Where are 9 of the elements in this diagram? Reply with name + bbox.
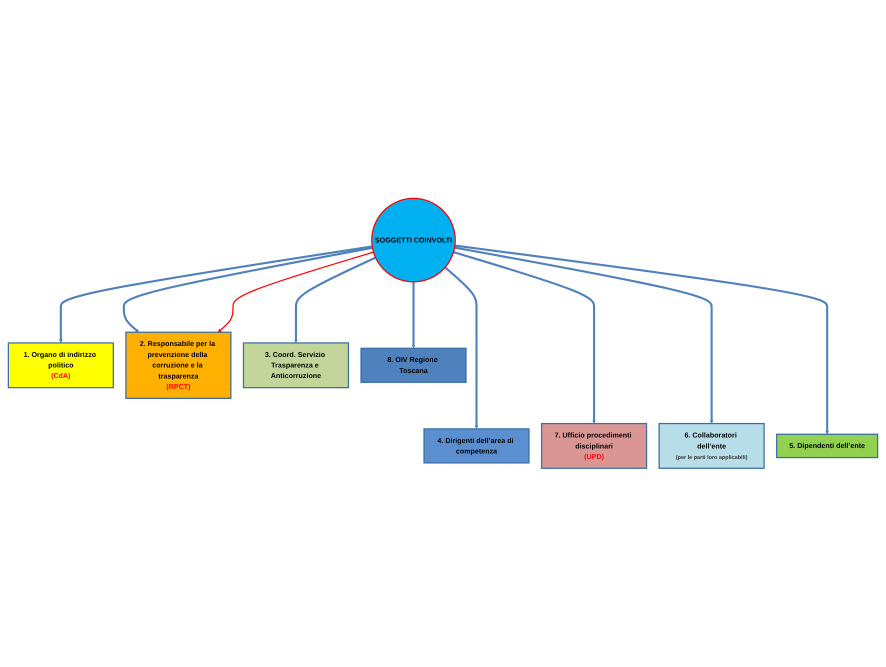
arrow <box>412 282 416 349</box>
arrow <box>294 256 376 344</box>
arrow <box>453 251 596 424</box>
arrow <box>59 246 372 344</box>
arrow <box>122 246 373 333</box>
arrow <box>454 244 830 435</box>
arrow <box>444 266 478 430</box>
arrow <box>454 246 714 424</box>
arrow <box>218 252 374 333</box>
